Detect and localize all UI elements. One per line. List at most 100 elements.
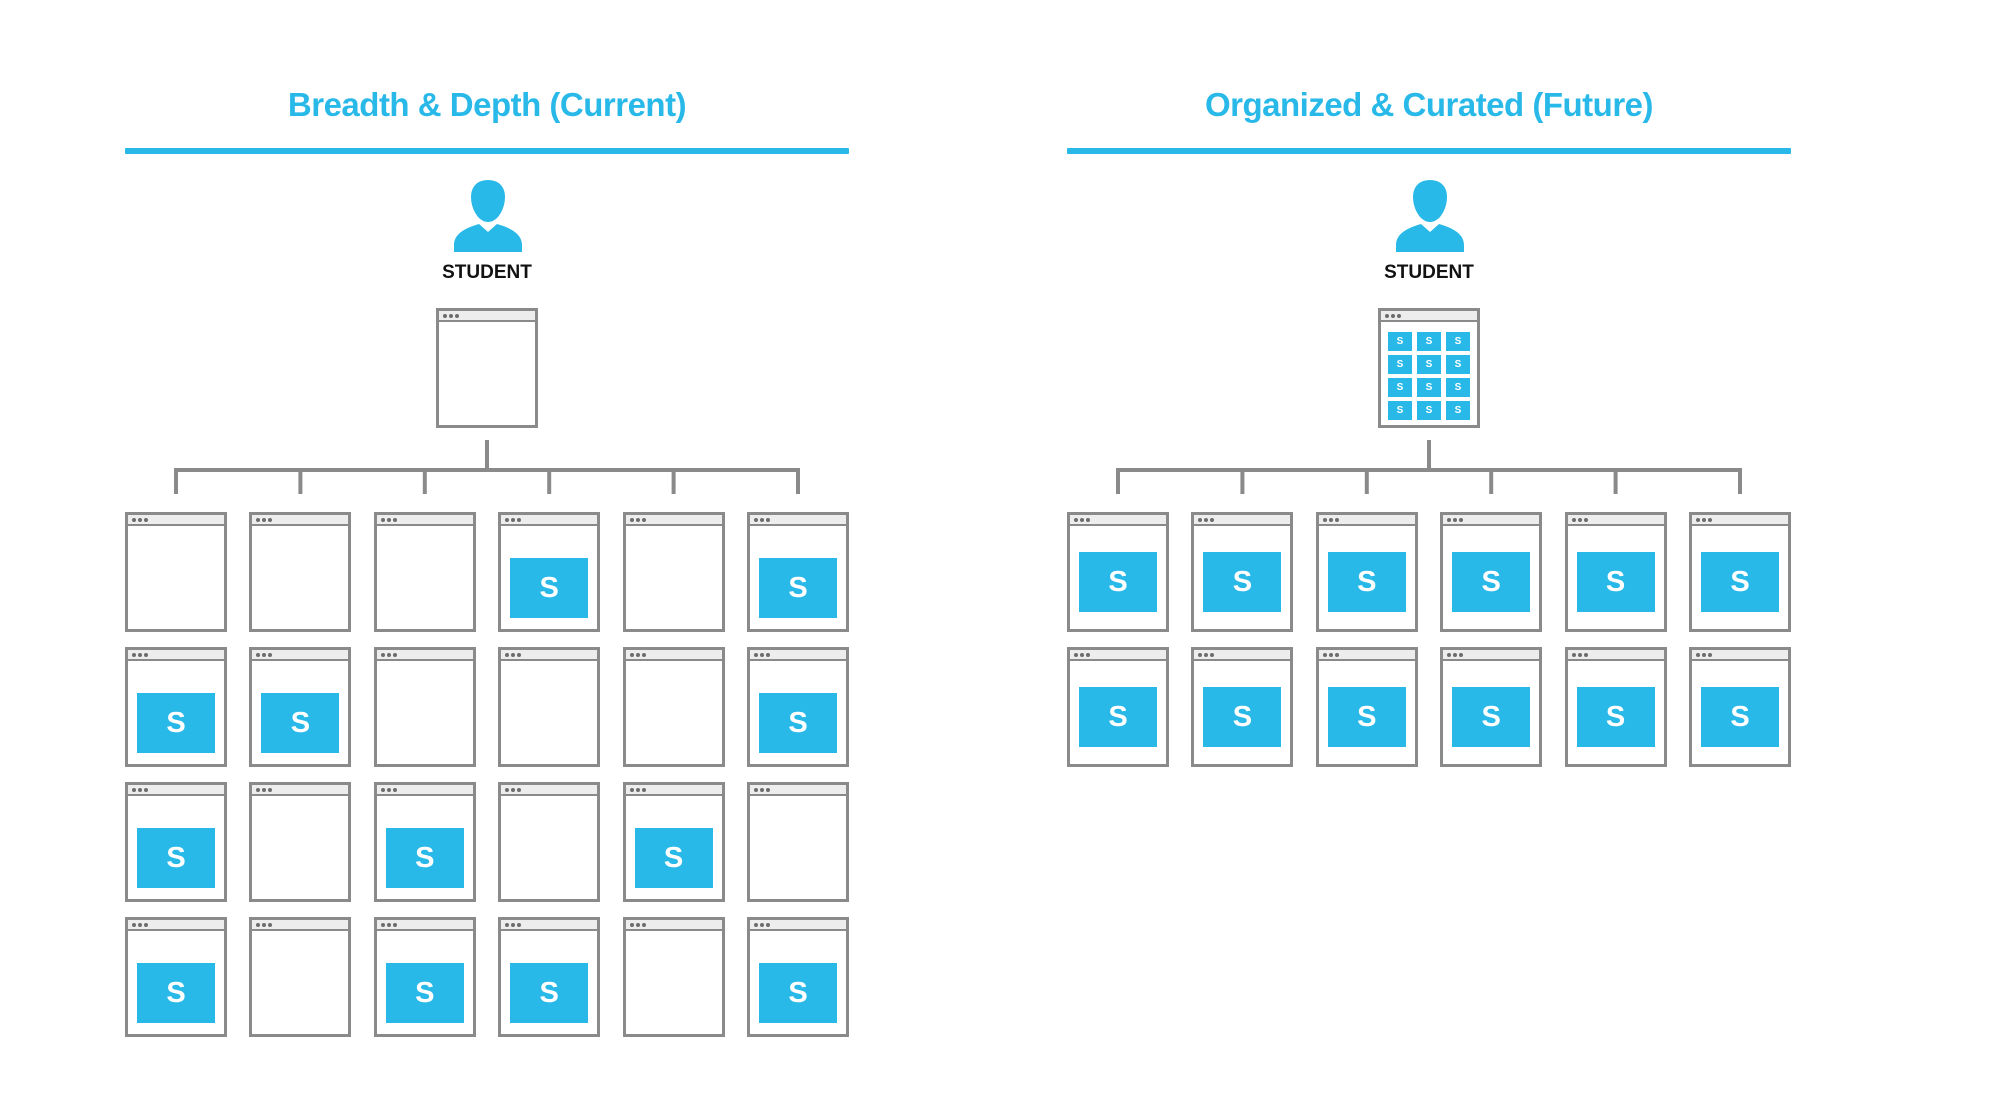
window-dot	[392, 518, 397, 522]
window-dot	[1447, 518, 1452, 522]
window-title-bar	[625, 785, 722, 796]
site-window	[249, 512, 352, 632]
window-dot	[256, 788, 261, 792]
window-dot	[144, 923, 148, 927]
window-title-bar	[1194, 515, 1291, 526]
window-dot	[760, 653, 764, 657]
window-dot	[144, 788, 148, 792]
mini-site-tile: S	[1388, 378, 1412, 397]
mini-site-tile: S	[1446, 332, 1470, 351]
window-dot	[511, 788, 516, 792]
window-dot	[1577, 518, 1582, 522]
window-title-bar	[625, 920, 722, 931]
site-window: S	[747, 647, 849, 767]
window-dot	[1708, 518, 1712, 522]
window-dot	[1702, 653, 1706, 657]
site-tile: S	[137, 963, 215, 1023]
window-title-bar	[750, 785, 846, 796]
window-dot	[1328, 518, 1333, 522]
window-dot	[1447, 653, 1452, 657]
window-dot	[262, 788, 267, 792]
window-dot	[754, 788, 758, 792]
window-title-bar	[252, 515, 349, 526]
window-dot	[505, 518, 510, 522]
window-dot	[1334, 653, 1339, 657]
site-tile: S	[1701, 687, 1779, 747]
window-dot	[449, 314, 453, 318]
site-window	[249, 782, 352, 902]
window-dot	[1459, 653, 1464, 657]
student-user-icon	[454, 180, 522, 252]
window-title-bar	[501, 515, 598, 526]
site-tile: S	[510, 558, 589, 618]
window-dot	[635, 923, 640, 927]
site-tile: S	[1327, 552, 1406, 612]
window-title-bar	[1318, 650, 1415, 661]
window-title-bar	[501, 650, 598, 661]
window-dot	[386, 653, 391, 657]
site-tile: S	[1452, 552, 1531, 612]
window-dot	[629, 518, 634, 522]
window-dot	[386, 788, 391, 792]
panel-title: Breadth & Depth (Current)	[287, 86, 687, 123]
site-window: S	[249, 647, 352, 767]
window-dot	[754, 653, 758, 657]
site-window: S	[1067, 647, 1169, 767]
site-window: S	[125, 917, 227, 1037]
window-dot	[1453, 518, 1458, 522]
window-title-bar	[128, 785, 224, 796]
site-window: S	[373, 782, 476, 902]
window-dot	[517, 653, 522, 657]
window-dot	[132, 788, 136, 792]
main-portal-window	[436, 308, 538, 428]
window-dot	[1571, 653, 1576, 657]
window-dot	[517, 788, 522, 792]
window-dot	[760, 788, 764, 792]
window-dot	[268, 653, 273, 657]
window-dot	[380, 788, 385, 792]
window-title-bar	[376, 650, 473, 661]
window-dot	[766, 518, 770, 522]
window-title-bar	[1070, 515, 1166, 526]
window-dot	[635, 518, 640, 522]
window-dot	[629, 788, 634, 792]
window-dot	[392, 788, 397, 792]
window-dot	[392, 923, 397, 927]
window-dot	[1210, 653, 1215, 657]
window-dot	[256, 923, 261, 927]
window-dot	[256, 518, 261, 522]
site-window: S	[498, 917, 601, 1037]
site-window	[622, 917, 725, 1037]
window-dot	[1334, 518, 1339, 522]
site-window: S	[1191, 647, 1294, 767]
site-window: S	[1689, 647, 1791, 767]
window-dot	[629, 923, 634, 927]
window-dot	[754, 518, 758, 522]
window-title-bar	[439, 311, 535, 322]
window-dot	[641, 518, 646, 522]
window-dot	[256, 653, 261, 657]
site-window: S	[125, 647, 227, 767]
window-dot	[268, 518, 273, 522]
window-dot	[380, 653, 385, 657]
window-dot	[1453, 653, 1458, 657]
mini-site-tile: S	[1446, 378, 1470, 397]
window-dot	[641, 788, 646, 792]
site-window: S	[622, 782, 725, 902]
site-window	[747, 782, 849, 902]
window-dot	[1204, 518, 1209, 522]
window-title-bar	[1318, 515, 1415, 526]
student-user-icon	[1396, 180, 1464, 252]
window-dot	[138, 788, 142, 792]
site-window: S	[1564, 512, 1667, 632]
window-dot	[1583, 518, 1588, 522]
window-title-bar	[128, 515, 224, 526]
window-dot	[641, 923, 646, 927]
window-dot	[517, 923, 522, 927]
window-dot	[138, 653, 142, 657]
window-dot	[1696, 653, 1700, 657]
site-window: S	[1315, 512, 1418, 632]
site-window: S	[1067, 512, 1169, 632]
